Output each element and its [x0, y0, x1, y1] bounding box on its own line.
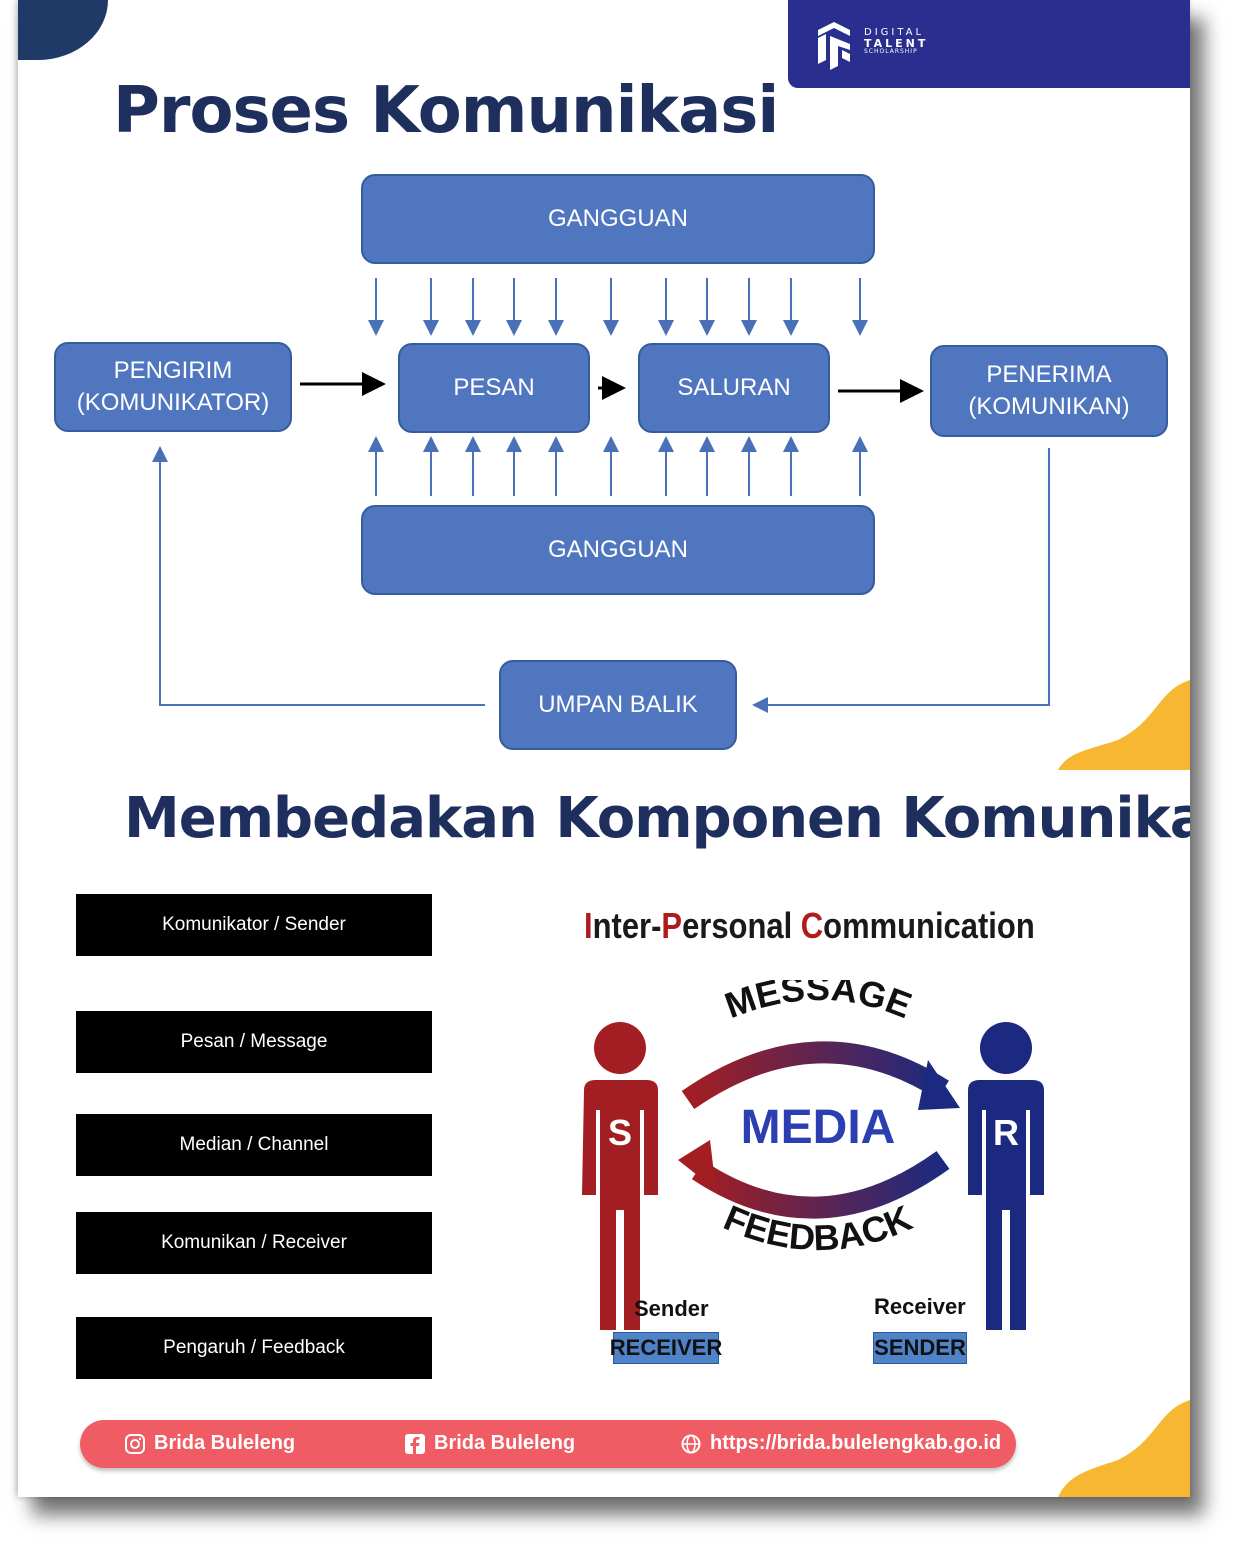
ipc-title-part: nter-: [592, 905, 662, 946]
feedback-box: UMPAN BALIK: [499, 660, 737, 750]
brand-line3: SCHOLARSHIP: [864, 48, 918, 55]
instagram-handle: Brida Buleleng: [154, 1432, 296, 1454]
sender-person-icon: [582, 1022, 658, 1330]
yellow-wave-decoration: [1058, 680, 1190, 770]
receiver-box: PENERIMA (KOMUNIKAN): [930, 345, 1168, 437]
ipc-illustration: S R MESSAGE MEDIA FEEDBACK: [582, 980, 1044, 1330]
instagram-icon: [124, 1433, 146, 1455]
footer-bar: Brida Buleleng Brida Buleleng https://br…: [80, 1420, 1016, 1468]
channel-box: SALURAN: [638, 343, 830, 433]
ipc-title-part: I: [584, 905, 593, 946]
feedback-line-left: [152, 446, 485, 706]
component-item: Median / Channel: [76, 1114, 432, 1176]
globe-icon: [680, 1433, 702, 1455]
brand-header: DIGITAL TALENT SCHOLARSHIP: [788, 0, 1190, 88]
media-label: MEDIA: [741, 1101, 896, 1154]
footer-facebook[interactable]: Brida Buleleng: [404, 1432, 575, 1455]
yellow-wave-decoration-bottom: [1058, 1400, 1190, 1497]
component-item: Komunikator / Sender: [76, 894, 432, 956]
feedback-line-right: [752, 448, 1050, 713]
sender-caption: Sender: [634, 1296, 709, 1321]
digital-talent-logo-icon: [818, 22, 850, 70]
facebook-icon: [404, 1433, 426, 1455]
brand-line1: DIGITAL: [864, 27, 925, 38]
ipc-title: Inter-Personal Communication: [584, 905, 1035, 947]
sender-letter: S: [608, 1112, 632, 1153]
page-title: Proses Komunikasi: [113, 74, 779, 148]
ipc-title-part: ersonal: [682, 905, 801, 946]
footer-instagram[interactable]: Brida Buleleng: [124, 1432, 295, 1455]
ipc-title-part: C: [800, 905, 824, 946]
website-url: https://brida.bulelengkab.go.id: [710, 1432, 1002, 1454]
receiver-role-tag: SENDER: [873, 1332, 967, 1364]
sender-role-tag: RECEIVER: [610, 1332, 722, 1364]
noise-top-box: GANGGUAN: [361, 174, 875, 264]
sender-box: PENGIRIM (KOMUNIKATOR): [54, 342, 292, 432]
brand-line2: TALENT: [864, 37, 929, 50]
brand-text: DIGITAL TALENT SCHOLARSHIP: [864, 28, 928, 55]
slide: DIGITAL TALENT SCHOLARSHIP Proses Komuni…: [18, 0, 1190, 1497]
component-item: Pengaruh / Feedback: [76, 1317, 432, 1379]
message-label: MESSAGE: [719, 980, 917, 1026]
component-item: Pesan / Message: [76, 1011, 432, 1073]
receiver-letter: R: [993, 1112, 1019, 1153]
message-box: PESAN: [398, 343, 590, 433]
section-title: Membedakan Komponen Komunikasi: [124, 786, 1190, 851]
diagram-connectors: [152, 278, 1050, 713]
component-item: Komunikan / Receiver: [76, 1212, 432, 1274]
receiver-person-icon: [968, 1022, 1044, 1330]
receiver-caption: Receiver: [874, 1294, 966, 1319]
footer-website[interactable]: https://brida.bulelengkab.go.id: [680, 1432, 1001, 1455]
ipc-title-part: P: [661, 905, 683, 946]
ipc-title-part: ommunication: [823, 905, 1035, 946]
noise-bottom-box: GANGGUAN: [361, 505, 875, 595]
facebook-handle: Brida Buleleng: [434, 1432, 576, 1454]
